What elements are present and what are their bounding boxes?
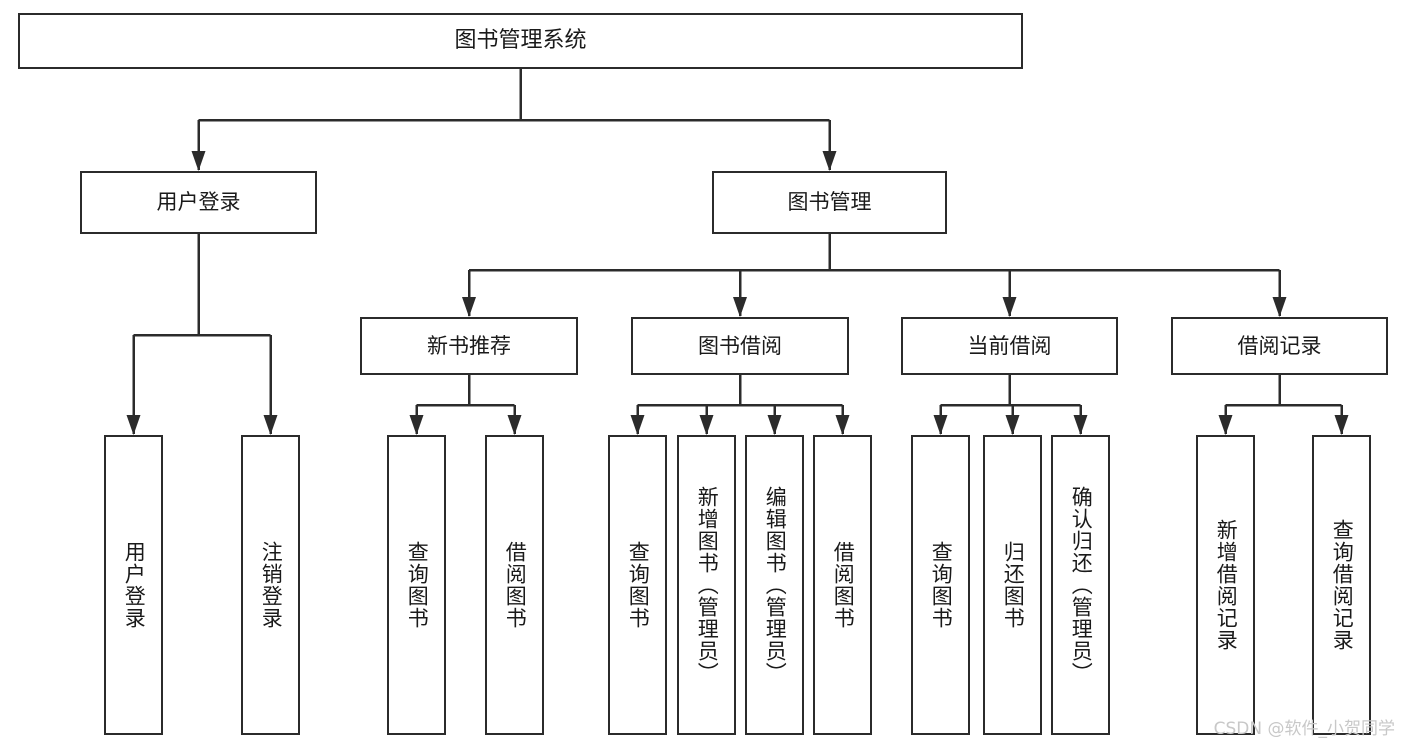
node-leaf-query-book-2[interactable]: 查询图书 — [608, 435, 667, 735]
node-leaf-confirm-return[interactable]: 确认归还（管理员） — [1051, 435, 1110, 735]
node-label: 新书推荐 — [427, 333, 511, 358]
node-label: 借阅图书 — [503, 541, 528, 629]
node-label: 归还图书 — [1001, 541, 1026, 629]
node-label: 查询图书 — [929, 541, 954, 629]
node-current[interactable]: 当前借阅 — [901, 317, 1118, 375]
node-label: 借阅记录 — [1237, 333, 1322, 358]
node-leaf-logout[interactable]: 注销登录 — [241, 435, 300, 735]
node-leaf-edit-book[interactable]: 编辑图书（管理员） — [745, 435, 804, 735]
node-leaf-add-book[interactable]: 新增图书（管理员） — [677, 435, 736, 735]
node-root[interactable]: 图书管理系统 — [18, 13, 1023, 69]
node-label: 注销登录 — [259, 541, 284, 629]
node-label: 编辑图书（管理员） — [763, 486, 788, 684]
node-records[interactable]: 借阅记录 — [1171, 317, 1388, 375]
node-leaf-user-login[interactable]: 用户登录 — [104, 435, 163, 735]
node-bookmgmt[interactable]: 图书管理 — [712, 171, 947, 234]
node-label: 确认归还（管理员） — [1069, 486, 1094, 684]
node-leaf-return-book[interactable]: 归还图书 — [983, 435, 1042, 735]
node-label: 查询图书 — [626, 541, 651, 629]
node-label: 图书管理系统 — [454, 28, 587, 54]
node-label: 图书借阅 — [698, 333, 782, 358]
node-label: 用户登录 — [156, 190, 241, 215]
node-leaf-add-record[interactable]: 新增借阅记录 — [1196, 435, 1255, 735]
node-leaf-query-record[interactable]: 查询借阅记录 — [1312, 435, 1371, 735]
node-label: 查询图书 — [405, 541, 430, 629]
node-label: 用户登录 — [122, 541, 147, 629]
node-newbook[interactable]: 新书推荐 — [360, 317, 578, 375]
node-label: 新增图书（管理员） — [695, 486, 720, 684]
node-label: 新增借阅记录 — [1214, 519, 1239, 651]
node-leaf-borrow-book-2[interactable]: 借阅图书 — [813, 435, 872, 735]
node-borrow[interactable]: 图书借阅 — [631, 317, 849, 375]
node-label: 图书管理 — [787, 190, 872, 215]
node-login[interactable]: 用户登录 — [80, 171, 317, 234]
node-leaf-borrow-book-1[interactable]: 借阅图书 — [485, 435, 544, 735]
node-label: 查询借阅记录 — [1330, 519, 1355, 651]
node-label: 当前借阅 — [967, 333, 1052, 358]
node-leaf-query-book-3[interactable]: 查询图书 — [911, 435, 970, 735]
node-leaf-query-book-1[interactable]: 查询图书 — [387, 435, 446, 735]
node-label: 借阅图书 — [831, 541, 856, 629]
